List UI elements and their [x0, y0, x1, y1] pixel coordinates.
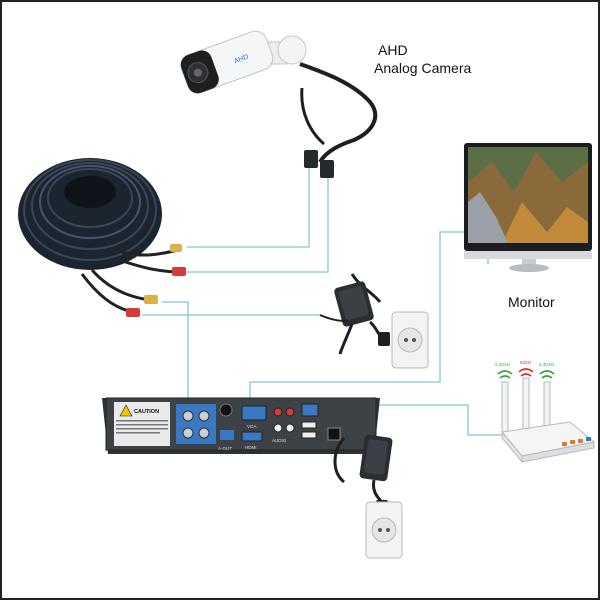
wifi-router: 2.4GHz 5GHz 2.4GHz: [495, 360, 596, 464]
ahd-camera: AHD: [180, 30, 378, 178]
monitor: [464, 143, 592, 272]
bnc-connector-2: [144, 295, 158, 304]
antenna-label-left: 2.4GHz: [495, 362, 511, 367]
adapter-plug-1: [378, 332, 390, 346]
wall-socket-1: [391, 311, 429, 369]
wire-monitor-vga: [249, 231, 489, 410]
camera-label-line2: Analog Camera: [374, 60, 472, 76]
wire-camera-video: [187, 164, 310, 248]
dvr-lan-port: [301, 403, 319, 417]
dvr-dc-port: [327, 427, 341, 441]
camera-dc-plug: [320, 160, 334, 178]
camera-label-line1: AHD: [378, 42, 408, 58]
dvr-caution-text: CAUTION: [134, 409, 159, 415]
dvr-audio-out-label: A-OUT: [218, 446, 232, 451]
rca-connector-1: [172, 267, 186, 276]
camera-brand-text: AHD: [233, 54, 249, 66]
monitor-label: Monitor: [508, 294, 555, 310]
antenna-label-mid: 5GHz: [520, 360, 532, 365]
dvr-audio-label: AUDIO: [272, 438, 287, 443]
camera-bnc-plug: [304, 150, 318, 168]
dvr-hdmi-label: HDMI: [245, 445, 257, 450]
wire-camera-power: [187, 177, 329, 273]
connection-wires: [142, 164, 506, 436]
dvr-vga-label: VGA: [247, 424, 257, 429]
antenna-label-right: 2.4GHz: [539, 362, 555, 367]
dc-connector-2: [126, 308, 140, 317]
cable-coil: [18, 158, 186, 317]
wall-socket-2: [365, 501, 403, 559]
power-adapter-camera: [319, 273, 390, 355]
dvr-video-inputs: [176, 404, 216, 444]
bnc-connector-1: [170, 244, 182, 252]
dvr-recorder: CAUTION A-OUT VGA HDMI: [102, 397, 380, 454]
wire-bnc-to-dvr: [162, 301, 189, 410]
wire-router-lan: [318, 404, 506, 436]
